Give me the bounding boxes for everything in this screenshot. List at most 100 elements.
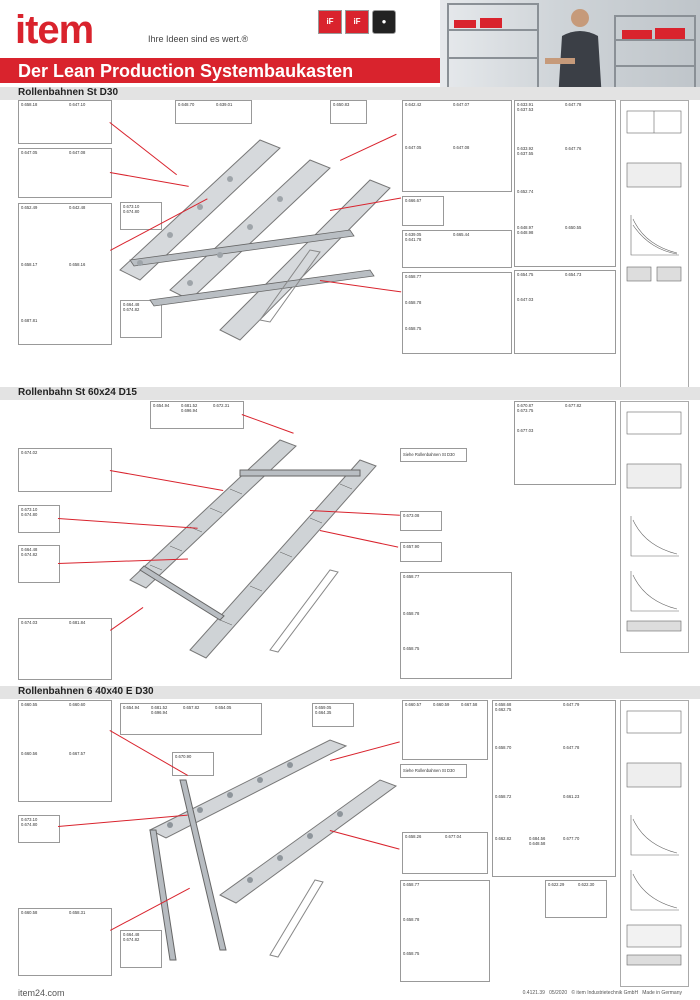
detail-box: 0.658.77 0.658.78 0.658.75 xyxy=(402,272,512,354)
load-chart-panel xyxy=(620,700,689,987)
detail-box: 0.658.77 0.658.78 0.658.75 xyxy=(400,880,490,982)
part-number: 0.647.78 xyxy=(565,102,582,107)
load-chart-panel xyxy=(620,401,689,653)
part-number: 0.670.87 xyxy=(517,403,534,408)
part-number: 0.674.82 xyxy=(21,552,38,557)
part-number: 0.674.80 xyxy=(21,512,38,517)
detail-box: 0.664.48 0.674.82 xyxy=(18,545,60,583)
page-footer: item24.com 0.4121.39 05/2020 © item Indu… xyxy=(0,988,700,1000)
detail-box: 0.673.10 0.674.80 xyxy=(18,505,60,533)
part-number: 0.658.77 xyxy=(405,274,422,279)
part-number: 0.637.55 xyxy=(517,151,534,156)
part-number: 0.696.94 xyxy=(181,408,198,413)
detail-box: 0.660.58 0.658.31 xyxy=(18,908,112,976)
part-number: 0.660.57 xyxy=(405,702,422,707)
part-number: 0.654.05 xyxy=(215,705,232,710)
part-number: 0.642.42 xyxy=(405,102,422,107)
part-number: 0.673.75 xyxy=(517,408,534,413)
part-number: 0.674.82 xyxy=(123,307,140,312)
part-number: 0.654.94 xyxy=(123,705,140,710)
part-number: 0.658.70 xyxy=(495,745,512,750)
part-number: 0.660.55 xyxy=(21,702,38,707)
medal-icon: ● xyxy=(372,10,396,34)
part-number: 0.670.90 xyxy=(175,754,192,759)
part-number: 0.667.58 xyxy=(461,702,478,707)
detail-box: 0.633.91 0.637.53 0.647.78 0.633.92 0.63… xyxy=(514,100,616,267)
part-number: 0.674.02 xyxy=(21,450,38,455)
section-header-3: Rollenbahnen 6 40x40 E D30 xyxy=(0,686,700,699)
detail-box: 0.660.55 0.660.60 0.660.56 0.667.57 xyxy=(18,700,112,802)
item-logo: item xyxy=(15,8,94,52)
detail-box: 0.647.05 0.647.08 xyxy=(18,148,112,198)
part-number: Siehe Rollenbahnen St D30 xyxy=(403,452,455,457)
part-number: 0.658.31 xyxy=(69,910,86,915)
part-number: 0.647.07 xyxy=(453,102,470,107)
detail-box: 0.642.42 0.647.07 0.647.05 0.647.08 xyxy=(402,100,512,192)
award-badge-3: ● German Design Award SILVER xyxy=(372,10,396,50)
part-number: 0.658.78 xyxy=(405,300,422,305)
part-number: 0.684.56 xyxy=(529,836,546,841)
detail-box: 0.660.57 0.660.59 0.667.58 xyxy=(402,700,488,760)
part-number: 0.647.03 xyxy=(517,297,534,302)
section-header-1: Rollenbahnen St D30 xyxy=(0,87,700,100)
part-number: 0.641.78 xyxy=(405,237,422,242)
load-chart-panel xyxy=(620,100,689,397)
part-number: 0.658.68 xyxy=(495,702,512,707)
part-number: 0.658.78 xyxy=(403,917,420,922)
tagline: Ihre Ideen sind es wert.® xyxy=(148,34,249,44)
part-number: 0.650.83 xyxy=(333,102,350,107)
detail-box: 0.654.94 0.681.52 0.696.94 0.672.31 xyxy=(150,401,244,429)
award-badge-2: iF product design award 2011 xyxy=(345,10,369,50)
part-number: 0.647.76 xyxy=(565,146,582,151)
section-header-2: Rollenbahn St 60x24 D15 xyxy=(0,387,700,400)
part-number: 0.677.70 xyxy=(563,836,580,841)
part-number: 0.633.92 xyxy=(517,146,534,151)
part-number: 0.639.01 xyxy=(216,102,233,107)
part-number: 0.622.30 xyxy=(578,882,595,887)
part-number: 0.673.10 xyxy=(21,507,38,512)
part-number: 0.648.98 xyxy=(517,230,534,235)
part-number: 0.672.31 xyxy=(213,403,230,408)
part-number: 0.657.82 xyxy=(183,705,200,710)
part-number: 0.647.78 xyxy=(563,745,580,750)
website-link[interactable]: item24.com xyxy=(18,988,65,998)
detail-box: 0.670.87 0.673.75 0.677.82 0.677.03 xyxy=(514,401,616,485)
detail-box: 0.666.67 xyxy=(402,196,444,226)
part-number: 0.674.82 xyxy=(123,937,140,942)
part-number: 0.642.48 xyxy=(69,205,86,210)
roller-conveyor-drawing-2 xyxy=(129,439,377,659)
detail-box: 0.639.05 0.641.78 0.665.44 xyxy=(402,230,512,268)
part-number: 0.648.97 xyxy=(517,225,534,230)
part-number: 0.681.84 xyxy=(69,620,86,625)
part-number: 0.658.26 xyxy=(405,834,422,839)
part-number: 0.660.56 xyxy=(21,751,38,756)
part-number: 0.658.77 xyxy=(403,882,420,887)
detail-box: 0.658.77 0.658.78 0.658.75 xyxy=(400,572,512,679)
part-number: 0.658.75 xyxy=(405,326,422,331)
section-title: Rollenbahnen 6 40x40 E D30 xyxy=(18,686,154,697)
part-number: 0.657.90 xyxy=(403,544,420,549)
part-number: 0.658.16 xyxy=(69,262,86,267)
part-number: 0.673.08 xyxy=(403,513,420,518)
part-number: 0.658.78 xyxy=(403,611,420,616)
detail-box: 0.673.08 xyxy=(400,511,442,531)
part-number: 0.647.08 xyxy=(453,145,470,150)
award-badges: iF DESIGN AWARD 2020 iF product design a… xyxy=(318,10,396,50)
part-number: 0.674.80 xyxy=(123,209,140,214)
part-number: 0.639.05 xyxy=(405,232,422,237)
title-banner: Der Lean Production Systembaukasten xyxy=(0,58,440,83)
detail-box: 0.664.48 0.674.82 xyxy=(120,930,162,968)
part-number: 0.662.82 xyxy=(495,836,512,841)
part-number: 0.677.03 xyxy=(517,428,534,433)
part-number: 0.652.49 xyxy=(21,205,38,210)
part-number: 0.664.35 xyxy=(315,710,332,715)
roller-conveyor-drawing-1 xyxy=(119,139,391,341)
detail-box: 0.670.90 xyxy=(172,752,214,776)
footer-meta: 0.4121.39 05/2020 © item Industrietechni… xyxy=(522,990,682,996)
part-number: 0.681.52 xyxy=(151,705,168,710)
detail-box: 0.648.70 0.639.01 xyxy=(175,100,252,124)
part-number: 0.660.58 xyxy=(21,910,38,915)
part-number: 0.687.81 xyxy=(21,318,38,323)
part-number: 0.673.10 xyxy=(21,817,38,822)
part-number: 0.666.67 xyxy=(405,198,422,203)
